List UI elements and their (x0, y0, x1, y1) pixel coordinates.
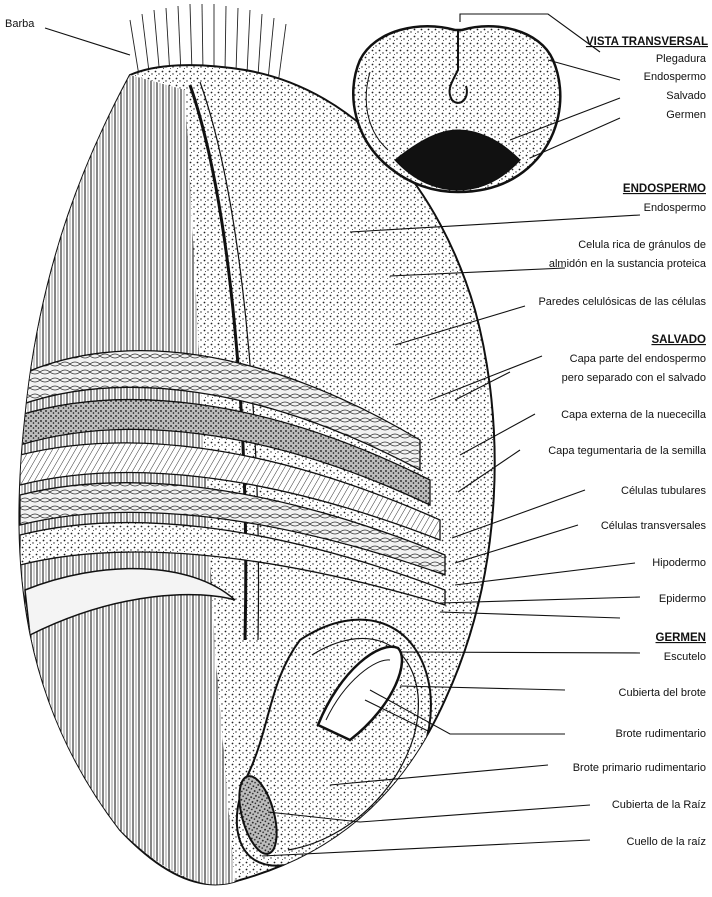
label-capa-tegumentaria: Capa tegumentaria de la semilla (548, 445, 707, 457)
label-celulas-tubulares: Células tubulares (621, 485, 706, 497)
header-salvado: SALVADO (651, 334, 706, 346)
label-capa-parte-line2: pero separado con el salvado (562, 372, 706, 384)
label-transversal-salvado: Salvado (666, 90, 706, 102)
label-cubierta-brote: Cubierta del brote (619, 687, 706, 699)
header-vista-transversal: VISTA TRANSVERSAL (586, 36, 708, 48)
label-cuello-raiz: Cuello de la raíz (627, 836, 707, 848)
label-hipodermo: Hipodermo (652, 557, 706, 569)
label-endospermo: Endospermo (644, 202, 706, 214)
label-brote-rudimentario: Brote rudimentario (616, 728, 707, 740)
label-transversal-germen: Germen (666, 109, 706, 121)
header-endospermo: ENDOSPERMO (623, 183, 706, 195)
label-epidermo: Epidermo (659, 593, 706, 605)
header-germen: GERMEN (656, 632, 706, 644)
label-brote-primario: Brote primario rudimentario (573, 762, 706, 774)
label-escutelo: Escutelo (664, 651, 706, 663)
label-capa-externa: Capa externa de la nuececilla (561, 409, 707, 421)
label-capa-parte-line1: Capa parte del endospermo (570, 353, 706, 365)
label-barba: Barba (5, 18, 35, 30)
label-cubierta-raiz: Cubierta de la Raíz (612, 799, 706, 811)
label-plegadura: Plegadura (656, 53, 707, 65)
label-celulas-transversales: Células transversales (601, 520, 707, 532)
label-paredes-celulosicas: Paredes celulósicas de las células (538, 296, 706, 308)
label-celula-rica-line1: Celula rica de gránulos de (578, 239, 706, 251)
label-transversal-endospermo: Endospermo (644, 71, 706, 83)
label-celula-rica-line2: almidón en la sustancia proteica (549, 258, 707, 270)
